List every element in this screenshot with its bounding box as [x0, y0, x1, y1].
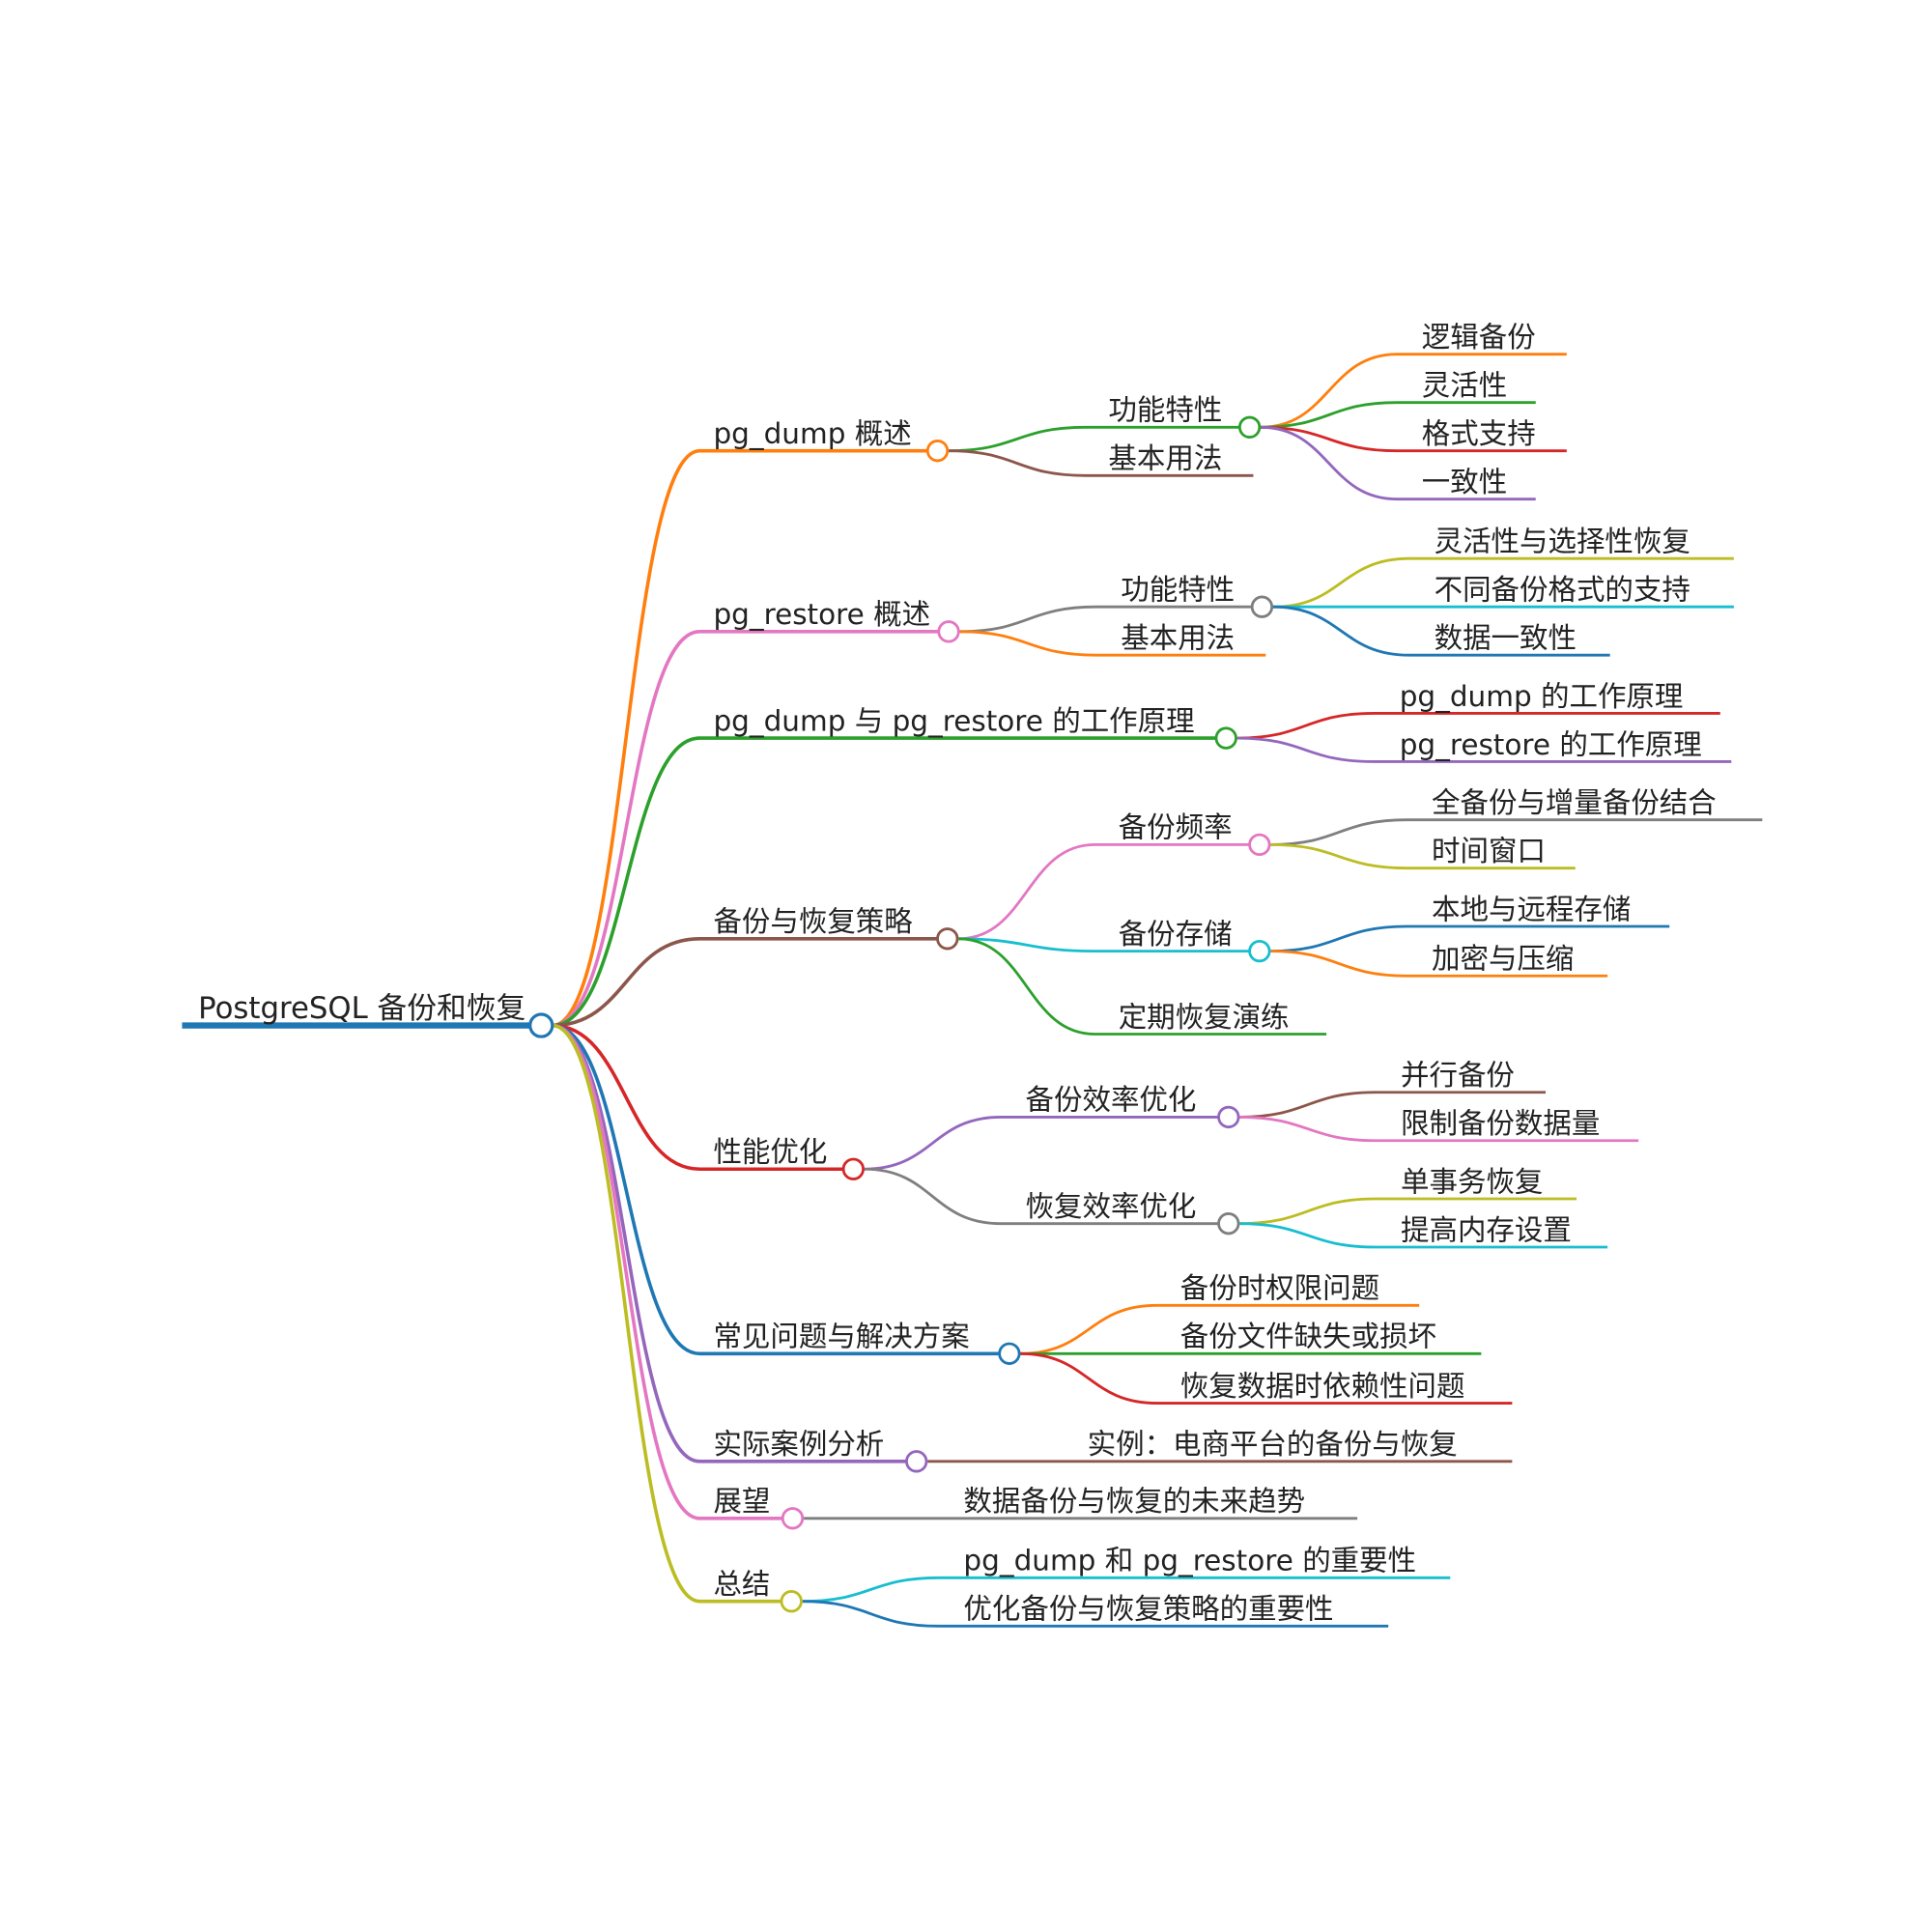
branch-line-level2: [959, 630, 1266, 657]
node-label-level3[interactable]: 本地与远程存储: [1432, 893, 1631, 925]
collapse-toggle-circle[interactable]: [780, 1590, 803, 1613]
branch-line-level1: [552, 736, 1227, 1028]
node-label-level3[interactable]: 单事务恢复: [1401, 1165, 1543, 1198]
node-label-level2[interactable]: 实例：电商平台的备份与恢复: [1088, 1428, 1458, 1461]
branch-line-level3: [1239, 1091, 1547, 1119]
branch-line-level3: [1272, 556, 1734, 609]
branch-line-level2: [864, 1116, 1229, 1171]
branch-line-level1: [552, 630, 950, 1028]
collapse-toggle-circle[interactable]: [1248, 939, 1271, 963]
collapse-toggle-circle[interactable]: [841, 1157, 865, 1180]
node-label-level1[interactable]: pg_dump 与 pg_restore 的工作原理: [713, 704, 1194, 737]
node-label-level2[interactable]: 备份时权限问题: [1180, 1272, 1379, 1305]
branch-line-level2: [959, 605, 1263, 634]
node-label-level3[interactable]: 加密与压缩: [1432, 943, 1574, 976]
collapse-toggle-circle[interactable]: [905, 1450, 928, 1473]
node-label-level1[interactable]: 常见问题与解决方案: [713, 1321, 969, 1353]
node-label-level2[interactable]: 恢复效率优化: [1026, 1190, 1197, 1223]
branch-line-level2: [949, 425, 1250, 453]
branch-line-level1: [552, 1023, 792, 1604]
branch-line-level3: [1270, 818, 1763, 846]
collapse-toggle-circle[interactable]: [1214, 726, 1237, 750]
branch-line-level2: [1020, 1303, 1420, 1355]
node-label-level2[interactable]: pg_restore 的工作原理: [1400, 728, 1702, 761]
node-label-level3[interactable]: 全备份与增量备份结合: [1432, 786, 1717, 819]
node-label-level2[interactable]: 备份效率优化: [1026, 1084, 1197, 1117]
collapse-toggle-circle[interactable]: [925, 440, 950, 463]
branch-line-level2: [1236, 712, 1720, 740]
branch-line-level1: [552, 1023, 917, 1463]
node-label-level2[interactable]: 功能特性: [1121, 574, 1235, 607]
node-label-level1[interactable]: pg_dump 概述: [713, 417, 911, 450]
node-label-level3[interactable]: 格式支持: [1422, 417, 1536, 450]
branch-line-level3: [1270, 924, 1670, 953]
node-label-level2[interactable]: 基本用法: [1121, 622, 1235, 655]
branch-line-level1: [552, 448, 938, 1028]
collapse-toggle-circle[interactable]: [1248, 833, 1271, 857]
collapse-toggle-circle[interactable]: [781, 1507, 805, 1530]
branch-line-level3: [1270, 842, 1576, 870]
branch-line-level3: [1239, 1116, 1639, 1143]
branch-line-level2: [802, 1576, 1451, 1604]
node-label-level3[interactable]: 数据一致性: [1435, 622, 1577, 655]
node-label-level2[interactable]: 备份文件缺失或损坏: [1180, 1321, 1436, 1353]
branch-line-level2: [1020, 1351, 1513, 1405]
node-label-level3[interactable]: 逻辑备份: [1422, 321, 1536, 354]
branch-line-level3: [1239, 1197, 1577, 1226]
branch-line-level2: [958, 937, 1260, 953]
branch-line-level1: [552, 1023, 854, 1172]
branch-line-level3: [1272, 605, 1610, 657]
node-label-level2[interactable]: 优化备份与恢复策略的重要性: [963, 1593, 1333, 1626]
node-label-level2[interactable]: 备份频率: [1119, 811, 1233, 844]
node-label-level3[interactable]: 提高内存设置: [1401, 1213, 1572, 1246]
node-label-level2[interactable]: 功能特性: [1108, 394, 1222, 427]
node-label-level3[interactable]: 限制备份数据量: [1401, 1107, 1600, 1140]
node-label-level1[interactable]: pg_restore 概述: [713, 598, 930, 631]
collapse-toggle-circle[interactable]: [937, 620, 960, 643]
node-label-level2[interactable]: 数据备份与恢复的未来趋势: [963, 1485, 1305, 1518]
node-label-level2[interactable]: 基本用法: [1108, 442, 1222, 475]
collapse-toggle-circle[interactable]: [1217, 1212, 1240, 1236]
branch-line-level3: [1261, 401, 1536, 429]
collapse-toggle-circle[interactable]: [936, 927, 959, 951]
collapse-toggle-circle[interactable]: [1237, 415, 1262, 439]
node-label-level3[interactable]: 灵活性与选择性恢复: [1435, 526, 1690, 558]
node-label-level1[interactable]: 实际案例分析: [713, 1428, 884, 1461]
branch-line-level2: [949, 449, 1254, 477]
branch-line-level3: [1239, 1222, 1608, 1249]
root-label: PostgreSQL 备份和恢复: [198, 991, 526, 1026]
branch-line-level2: [864, 1167, 1229, 1226]
node-label-level3[interactable]: 并行备份: [1401, 1059, 1515, 1092]
branch-line-level3: [1261, 425, 1567, 453]
branch-line-level3: [1261, 425, 1536, 501]
branch-line-level2: [1236, 736, 1732, 763]
collapse-toggle-circle[interactable]: [998, 1342, 1021, 1365]
node-label-level3[interactable]: 灵活性: [1422, 369, 1507, 402]
branch-line-level1: [552, 1023, 1009, 1356]
branch-line-level2: [958, 937, 1327, 1036]
node-label-level2[interactable]: 恢复数据时依赖性问题: [1180, 1370, 1465, 1403]
branch-line-level2: [958, 842, 1260, 941]
node-label-level1[interactable]: 总结: [713, 1568, 770, 1601]
node-label-level2[interactable]: pg_dump 的工作原理: [1400, 680, 1684, 713]
collapse-toggle-circle[interactable]: [1217, 1105, 1240, 1129]
node-label-level3[interactable]: 时间窗口: [1432, 835, 1546, 867]
node-label-level1[interactable]: 备份与恢复策略: [713, 905, 913, 938]
node-label-level3[interactable]: 一致性: [1422, 466, 1507, 498]
branch-line-level3: [1270, 950, 1608, 978]
collapse-toggle-circle[interactable]: [1250, 595, 1274, 618]
node-label-level1[interactable]: 性能优化: [713, 1136, 827, 1169]
node-label-level3[interactable]: 不同备份格式的支持: [1435, 574, 1690, 607]
branch-line-level2: [802, 1600, 1389, 1628]
branch-line-level1: [552, 937, 948, 1028]
root-collapse-toggle[interactable]: [528, 1012, 554, 1038]
node-label-level2[interactable]: 备份存储: [1119, 918, 1233, 951]
node-label-level2[interactable]: pg_dump 和 pg_restore 的重要性: [963, 1545, 1416, 1577]
branch-line-level3: [1261, 353, 1567, 429]
node-label-level2[interactable]: 定期恢复演练: [1119, 1001, 1290, 1034]
node-label-level1[interactable]: 展望: [713, 1485, 770, 1518]
